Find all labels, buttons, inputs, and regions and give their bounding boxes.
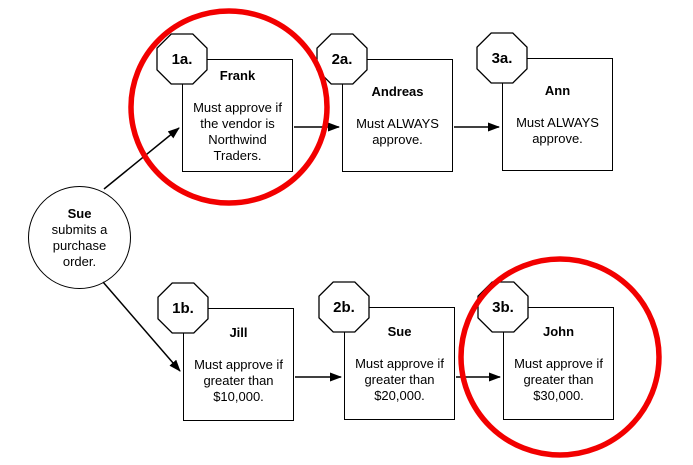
approval-rule: Must approve if greater than $10,000. — [194, 356, 283, 404]
start-node-body: submits a purchase order. — [51, 221, 108, 269]
arrow-start-to-1a — [103, 127, 180, 190]
approver-name: Sue — [387, 323, 412, 339]
badge-label: 1b. — [172, 299, 194, 317]
start-node-sue: Sue submits a purchase order. — [28, 186, 131, 289]
arrow-start-to-1b — [102, 281, 181, 372]
octagon-icon — [476, 32, 528, 84]
node-2b-sue: Sue Must approve if greater than $20,000… — [344, 307, 455, 420]
approval-rule: Must approve if greater than $20,000. — [355, 355, 444, 403]
badge-1b: 1b. — [157, 282, 209, 334]
octagon-icon — [157, 282, 209, 334]
approver-name: Ann — [544, 82, 571, 98]
approval-rule: Must ALWAYS approve. — [356, 115, 439, 147]
badge-label: 1a. — [171, 50, 193, 68]
badge-label: 3a. — [491, 49, 513, 67]
badge-2b: 2b. — [318, 281, 370, 333]
node-2a-andreas: Andreas Must ALWAYS approve. — [342, 59, 453, 172]
approver-name: Andreas — [371, 83, 424, 99]
start-node-title: Sue — [67, 205, 92, 221]
badge-label: 2a. — [331, 50, 353, 68]
node-1b-jill: Jill Must approve if greater than $10,00… — [183, 308, 294, 421]
octagon-icon — [318, 281, 370, 333]
badge-3b: 3b. — [477, 281, 529, 333]
badge-label: 3b. — [492, 298, 514, 316]
badge-1a: 1a. — [156, 33, 208, 85]
badge-2a: 2a. — [316, 33, 368, 85]
badge-label: 2b. — [333, 298, 355, 316]
node-3a-ann: Ann Must ALWAYS approve. — [502, 58, 613, 171]
approver-name: Jill — [229, 324, 248, 340]
start-node-text: Sue submits a purchase order. — [39, 206, 121, 270]
badge-3a: 3a. — [476, 32, 528, 84]
approval-rule: Must ALWAYS approve. — [516, 114, 599, 146]
